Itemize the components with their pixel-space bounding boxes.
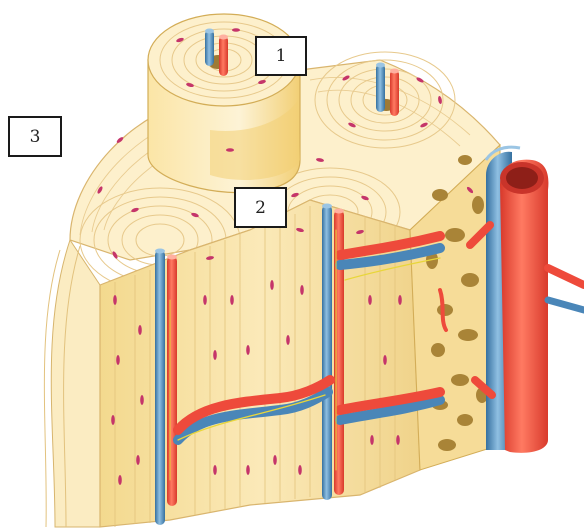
- label-1-text: 1: [276, 46, 287, 66]
- label-box-3: 3: [8, 116, 62, 157]
- label-box-1: 1: [255, 36, 307, 76]
- label-box-2: 2: [234, 187, 287, 228]
- label-3-text: 3: [30, 127, 41, 147]
- periosteum: [44, 240, 100, 527]
- medullary-vessels: [470, 147, 584, 453]
- label-2-text: 2: [255, 198, 266, 218]
